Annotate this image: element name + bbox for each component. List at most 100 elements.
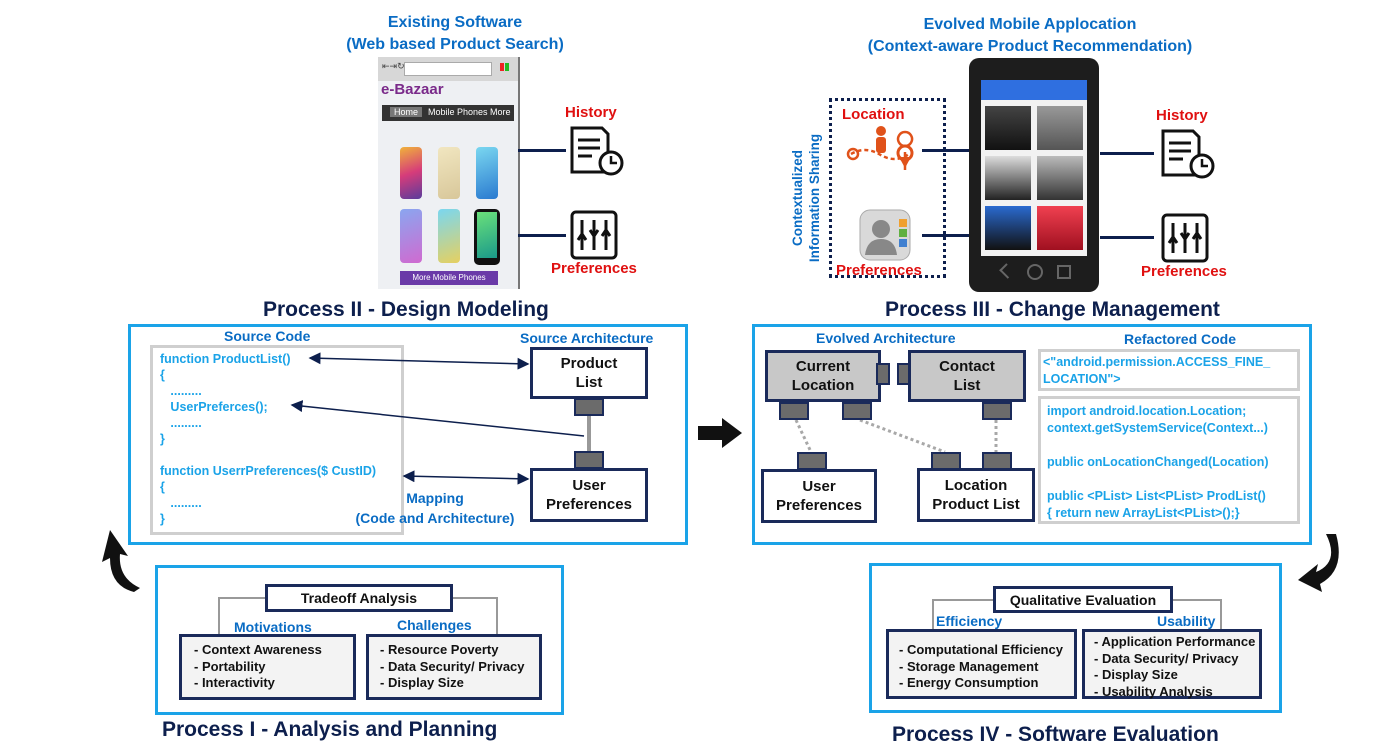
mapping-subtitle: (Code and Architecture) <box>355 510 515 526</box>
efficiency-label: Efficiency <box>936 613 1003 629</box>
web-tab-mobile-phones[interactable]: Mobile Phones <box>428 107 488 117</box>
code-line: UserPreferces(); <box>160 400 268 414</box>
smartphone-mockup <box>969 58 1099 292</box>
motivations-label: Motivations <box>234 619 312 635</box>
connector-line <box>922 234 970 237</box>
history-label-right: History <box>1156 107 1208 124</box>
preferences-label: Preferences <box>551 260 637 277</box>
component-connector <box>587 416 591 452</box>
code-line: { <box>160 480 165 494</box>
usability-label: Usability <box>1157 613 1216 629</box>
location-product-list-component: Location Product List <box>917 468 1035 522</box>
java-code-text: import android.location.Location; contex… <box>1047 404 1269 520</box>
refactored-code-label: Refactored Code <box>1124 331 1237 347</box>
process-3-title: Process III - Change Management <box>885 298 1220 321</box>
tradeoff-analysis-box: Tradeoff Analysis <box>265 584 453 612</box>
mapping-title: Mapping <box>406 490 464 506</box>
source-code-label: Source Code <box>224 328 311 344</box>
process-1-panel <box>155 565 564 715</box>
efficiency-box <box>886 629 1077 699</box>
evolved-app-heading: Evolved Mobile Applocation (Context-awar… <box>830 14 1230 58</box>
current-location-component: Current Location <box>765 350 881 402</box>
phone-thumbnail <box>476 147 498 199</box>
component-port <box>574 451 604 469</box>
web-tab-home[interactable]: Home <box>390 107 423 117</box>
contextualized-label: Contextualized <box>790 150 805 247</box>
more-mobile-phones-button[interactable]: More Mobile Phones <box>400 271 498 285</box>
connector-line <box>1100 152 1154 155</box>
connector-line <box>518 149 566 152</box>
phone-thumbnail <box>400 147 422 199</box>
web-tab-more[interactable]: More <box>490 107 511 117</box>
phone-thumbnail <box>474 209 500 265</box>
contextualized-vertical-text: Contextualized Information Sharing <box>788 117 822 277</box>
phone-thumbnail <box>438 209 460 263</box>
curved-up-arrow-icon <box>102 530 140 592</box>
back-icon <box>999 263 1015 279</box>
mapping-label: Mapping (Code and Architecture) <box>340 488 530 528</box>
process-4-panel <box>869 563 1282 713</box>
preferences-sliders-icon <box>1161 213 1209 263</box>
code-line: } <box>160 512 165 526</box>
motivations-list: - Context Awareness - Portability - Inte… <box>194 642 322 690</box>
refactored-code-box-manifest <box>1038 349 1300 391</box>
web-nav-bar: Home Mobile Phones More <box>382 105 514 121</box>
tree-line <box>218 597 266 599</box>
app-toolbar <box>981 80 1087 100</box>
curved-down-arrow-icon <box>1298 534 1339 592</box>
code-line: { <box>160 368 165 382</box>
refactored-code-box-java <box>1038 396 1300 524</box>
connector-line <box>922 149 970 152</box>
location-icon <box>846 126 914 170</box>
context-sharing-box <box>829 98 946 278</box>
evolved-user-preferences-component: User Preferences <box>761 469 877 523</box>
process-3-panel <box>752 324 1312 545</box>
code-line: function ProductList() <box>160 352 291 366</box>
tree-line <box>1172 599 1222 601</box>
process-2-title: Process II - Design Modeling <box>263 298 549 321</box>
tree-line <box>452 597 498 599</box>
preferences-right-label: Preferences <box>1141 263 1227 280</box>
component-port <box>797 452 827 470</box>
challenges-label: Challenges <box>397 617 472 633</box>
code-line: ......... <box>160 496 202 510</box>
preferences-sliders-icon <box>570 210 618 260</box>
history-icon <box>570 126 624 176</box>
history-label: History <box>565 104 617 121</box>
process-1-title: Process I - Analysis and Planning <box>162 718 498 741</box>
location-label: Location <box>842 106 905 123</box>
tree-line <box>218 597 220 635</box>
information-sharing-label: Information Sharing <box>807 133 822 263</box>
qualitative-evaluation-box: Qualitative Evaluation <box>993 586 1173 613</box>
tree-line <box>1220 599 1222 629</box>
phone-thumbnail <box>438 147 460 199</box>
component-port <box>982 402 1012 420</box>
process-2-panel <box>128 324 688 545</box>
connector-line <box>1100 236 1154 239</box>
existing-software-subtitle: (Web based Product Search) <box>346 36 564 53</box>
ebazaar-logo: e-Bazaar <box>381 81 444 98</box>
history-icon <box>1161 129 1215 179</box>
source-architecture-label: Source Architecture <box>520 330 654 346</box>
manifest-code-text: <"android.permission.ACCESS_FINE_ LOCATI… <box>1043 355 1271 386</box>
component-port <box>876 363 890 385</box>
evolved-app-subtitle: (Context-aware Product Recommendation) <box>867 38 1193 55</box>
code-line: } <box>160 432 165 446</box>
user-preferences-component: User Preferences <box>530 468 648 522</box>
web-app-mockup: ⇤⇥↻ e-Bazaar Home Mobile Phones More Mor… <box>378 57 520 289</box>
preferences-left-label: Preferences <box>836 262 922 279</box>
right-arrow-icon <box>698 418 742 448</box>
tree-line <box>932 599 934 629</box>
connector-line <box>518 234 566 237</box>
evolved-app-title: Evolved Mobile Applocation <box>923 16 1137 33</box>
challenges-box <box>366 634 542 700</box>
component-port <box>842 402 872 420</box>
source-code-box <box>150 345 404 535</box>
evolved-architecture-label: Evolved Architecture <box>816 330 956 346</box>
recents-icon <box>1057 265 1071 279</box>
usability-box <box>1082 629 1262 699</box>
process-4-title: Process IV - Software Evaluation <box>892 723 1219 746</box>
phone-screen <box>981 80 1087 256</box>
tree-line <box>932 599 994 601</box>
motivations-box <box>179 634 356 700</box>
